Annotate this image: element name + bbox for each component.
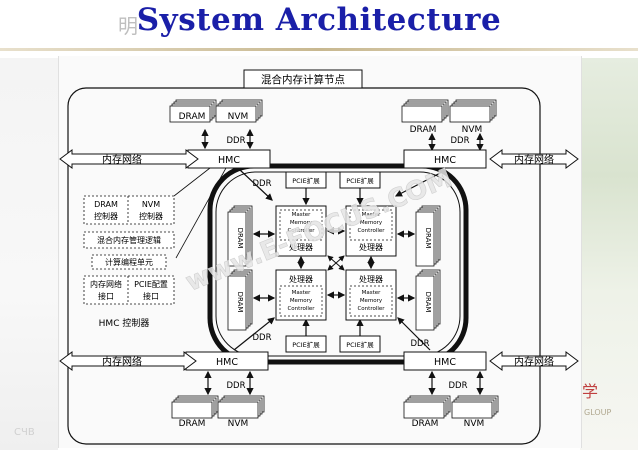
right-decoration xyxy=(580,58,638,450)
memory-stack-bottom-left: DDR DRAM NVM xyxy=(171,370,265,429)
slide-title: System Architecture xyxy=(136,2,502,38)
dram-vstack-right-lower: DRAM xyxy=(396,269,441,331)
hmc-controller-detail: DRAM 控制器 NVM 控制器 混合内存管理逻辑 计算编程单元 内存网络 接口… xyxy=(83,195,175,329)
memory-network-arrow-bottom-left: 内存网络 xyxy=(59,351,197,371)
nvm-stack-icon xyxy=(451,395,499,419)
memory-network-label: 内存网络 xyxy=(102,153,142,166)
ddr-label: DDR xyxy=(451,136,470,146)
dram-vstack-left-upper: DRAM xyxy=(227,205,276,267)
dram-label: DRAM xyxy=(236,292,244,313)
mc-line1: Master xyxy=(362,212,382,218)
dram-label: DRAM xyxy=(412,419,439,429)
mc-line2: Memory xyxy=(360,220,383,226)
processor-label: 处理器 xyxy=(289,274,313,284)
nvm-label: NVM xyxy=(228,112,249,122)
dram-vstack-left-lower: DRAM xyxy=(227,269,276,331)
processor-label: 处理器 xyxy=(359,274,383,284)
memory-network-label: 内存网络 xyxy=(102,355,142,368)
nvm-label: NVM xyxy=(228,419,249,429)
hmc-label: HMC xyxy=(218,155,240,166)
mc-line3: Controller xyxy=(357,228,385,234)
dram-stack-icon xyxy=(401,99,449,123)
ddr-label: DDR xyxy=(411,339,430,349)
mc-line3: Controller xyxy=(357,306,385,312)
memory-stack-top-left: DRAM NVM DDR xyxy=(169,99,263,150)
pcie-label: PCIE扩展 xyxy=(292,340,320,349)
dram-label: DRAM xyxy=(410,125,437,135)
pcie-label: PCIE扩展 xyxy=(346,176,374,185)
memory-stack-bottom-right: DDR DRAM NVM xyxy=(403,370,499,429)
processor-ring-outer xyxy=(207,163,469,365)
processor-label: 处理器 xyxy=(289,242,313,252)
footer-mark-left: СЧВ xyxy=(14,427,35,438)
mc-line2: Memory xyxy=(290,298,313,304)
memory-network-label: 内存网络 xyxy=(514,153,554,166)
nvm-label: NVM xyxy=(464,419,485,429)
dram-label: DRAM xyxy=(424,292,432,313)
processor-top-left: Master Memory Controller 处理器 xyxy=(275,205,327,257)
nvm-label: NVM xyxy=(462,125,483,135)
dram-ctrl-line2: 控制器 xyxy=(94,211,118,221)
dram-ctrl-line1: DRAM xyxy=(94,200,118,209)
hybrid-logic-label: 混合内存管理逻辑 xyxy=(97,235,161,245)
node-title-box xyxy=(243,69,363,89)
nvm-stack-icon xyxy=(449,99,497,123)
dram-label: DRAM xyxy=(179,112,206,122)
dram-vstack-right-upper: DRAM xyxy=(396,205,441,267)
nvm-stack-icon xyxy=(217,395,265,419)
hmc-label: HMC xyxy=(434,357,456,368)
hmc-box-top-right xyxy=(403,149,487,169)
dram-label: DRAM xyxy=(179,419,206,429)
processor-top-right: Master Memory Controller 处理器 xyxy=(345,205,397,257)
pcie-if-line1: PCIE配置 xyxy=(134,280,168,289)
hmc-controller-title: HMC 控制器 xyxy=(99,317,150,329)
mc-line3: Controller xyxy=(287,228,315,234)
processor-ring-inner xyxy=(215,171,461,357)
pcie-label: PCIE扩展 xyxy=(292,176,320,185)
compute-unit-label: 计算编程单元 xyxy=(105,257,153,267)
dram-label: DRAM xyxy=(236,228,244,249)
left-decoration xyxy=(0,58,58,450)
ddr-label: DDR xyxy=(253,333,272,343)
hmc-label: HMC xyxy=(216,357,238,368)
node-title-text: 混合内存计算节点 xyxy=(261,73,345,86)
hmc-box-bottom-right xyxy=(403,351,487,371)
mc-line2: Memory xyxy=(360,298,383,304)
net-if-line1: 内存网络 xyxy=(90,279,122,289)
ddr-label: DDR xyxy=(449,381,468,391)
dram-label: DRAM xyxy=(424,228,432,249)
nvm-ctrl-line1: NVM xyxy=(142,200,160,209)
right-decor-character: 学 xyxy=(582,382,599,401)
hmc-label: HMC xyxy=(434,155,456,166)
processor-bottom-left: 处理器 Master Memory Controller xyxy=(275,269,327,321)
footer-mark-right: GLOUP xyxy=(584,408,612,417)
pcie-label: PCIE扩展 xyxy=(346,340,374,349)
net-if-line2: 接口 xyxy=(98,291,114,301)
mc-line1: Master xyxy=(292,290,312,296)
memory-stack-top-right: DRAM NVM DDR xyxy=(401,99,497,152)
dram-stack-icon xyxy=(403,395,451,419)
processor-bottom-right: 处理器 Master Memory Controller xyxy=(345,269,397,321)
processor-label: 处理器 xyxy=(359,242,383,252)
mc-line2: Memory xyxy=(290,220,313,226)
memory-network-arrow-top-right: 内存网络 xyxy=(489,149,579,169)
ddr-label: DDR xyxy=(227,136,246,146)
ddr-label: DDR xyxy=(227,381,246,391)
dram-stack-icon xyxy=(171,395,219,419)
pcie-if-line2: 接口 xyxy=(143,291,159,301)
ddr-label: DDR xyxy=(253,179,272,189)
mc-line1: Master xyxy=(292,212,312,218)
top-decoration-bar xyxy=(0,48,638,51)
memory-network-arrow-bottom-right: 内存网络 xyxy=(489,351,579,371)
mc-line1: Master xyxy=(362,290,382,296)
nvm-ctrl-line2: 控制器 xyxy=(139,211,163,221)
memory-network-arrow-top-left: 内存网络 xyxy=(59,149,199,169)
corner-character: 明 xyxy=(118,14,138,38)
memory-network-label: 内存网络 xyxy=(514,355,554,368)
mc-line3: Controller xyxy=(287,306,315,312)
